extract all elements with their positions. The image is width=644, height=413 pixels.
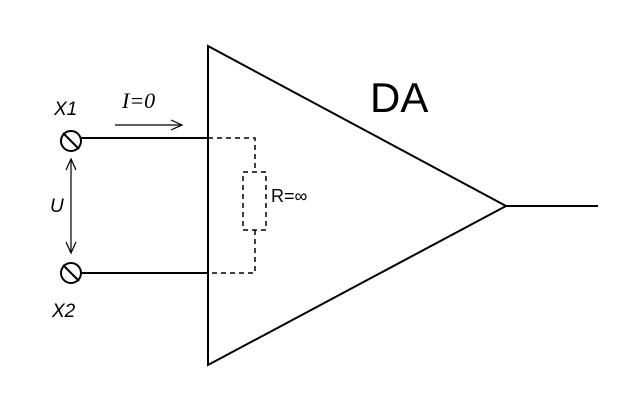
amplifier-label: DA	[370, 74, 428, 121]
terminal-x1-label: X1	[53, 99, 77, 120]
terminal-x1-slash	[62, 132, 80, 150]
resistor-symbol	[242, 171, 267, 231]
amplifier-triangle	[207, 44, 509, 367]
terminal-x2	[60, 262, 82, 284]
input-resistance-path	[208, 137, 256, 274]
voltage-label: U	[50, 196, 64, 217]
resistance-label: R=∞	[271, 186, 308, 206]
current-arrow	[115, 119, 184, 131]
terminal-x2-label: X2	[51, 301, 76, 322]
current-label: I=0	[121, 88, 155, 113]
terminal-x2-slash	[62, 264, 80, 282]
terminal-x1	[60, 130, 82, 152]
voltage-arrow	[65, 157, 77, 255]
